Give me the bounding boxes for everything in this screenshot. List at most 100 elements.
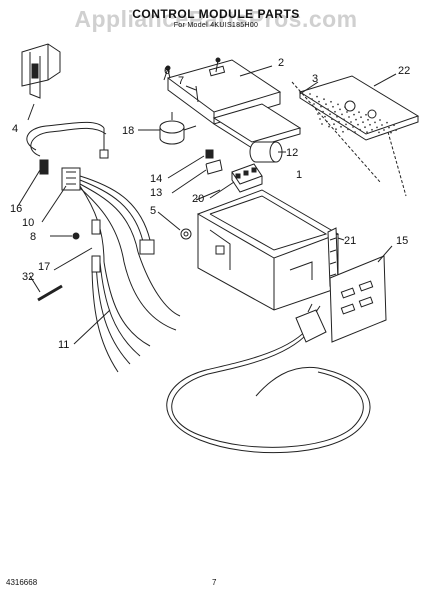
perforation-hole	[374, 121, 376, 124]
perforation-hole	[340, 125, 342, 128]
model-subtitle: For Model 4KUIS185H00	[173, 22, 259, 29]
callout-4: 4	[12, 123, 18, 135]
perforation-hole	[358, 111, 360, 114]
perforation-hole	[330, 100, 332, 103]
callout-5: 5	[150, 205, 156, 217]
part-5-grommet	[180, 228, 192, 240]
perforation-hole	[352, 126, 354, 128]
perforation-hole	[346, 111, 348, 113]
part-14-clip	[205, 149, 214, 159]
assembly-guides	[291, 81, 407, 197]
perforation-hole	[390, 131, 392, 134]
perforation-hole	[321, 123, 323, 125]
perforation-hole	[359, 128, 361, 131]
perforation-hole	[378, 131, 380, 134]
perforation-hole	[333, 123, 335, 126]
perforation-hole	[322, 110, 324, 113]
perforation-hole	[366, 131, 368, 134]
power-cord	[166, 303, 371, 454]
callout-10: 10	[22, 217, 34, 229]
perforation-hole	[327, 108, 329, 111]
part-1-housing	[196, 189, 340, 311]
perforation-hole	[371, 128, 373, 131]
perforation-hole	[388, 126, 390, 129]
perforation-hole	[318, 100, 320, 103]
perforation-hole	[338, 120, 340, 123]
part-8-screw	[72, 232, 80, 240]
perforation-hole	[367, 118, 369, 121]
perforation-hole	[313, 103, 315, 105]
perforation-hole	[319, 118, 321, 120]
document-number: 4316668	[6, 578, 38, 587]
perforation-hole	[317, 113, 319, 115]
perforation-hole	[354, 131, 356, 133]
perforation-hole	[364, 126, 366, 129]
perforation-hole	[329, 113, 331, 116]
perforation-hole	[341, 113, 343, 116]
perforation-hole	[381, 124, 383, 126]
perforation-hole	[320, 105, 322, 108]
callout-1: 1	[296, 169, 302, 181]
callout-21: 21	[344, 235, 356, 247]
part-13-bracket	[205, 159, 223, 175]
perforation-hole	[328, 125, 330, 128]
perforation-hole	[393, 124, 395, 127]
perforation-hole	[325, 103, 327, 106]
perforation-hole	[357, 123, 359, 126]
page-number: 7	[212, 578, 217, 587]
callout-22: 22	[398, 65, 410, 77]
callout-20: 20	[192, 193, 204, 205]
callout-14: 14	[150, 173, 162, 185]
part-7-screw	[195, 85, 199, 103]
perforation-hole	[360, 116, 362, 119]
part-20-connector-block	[231, 163, 263, 193]
callout-12: 12	[286, 147, 298, 159]
perforation-hole	[343, 118, 345, 121]
perforation-hole	[342, 130, 344, 133]
part-12-capacitor	[249, 141, 283, 163]
perforation-hole	[379, 119, 381, 121]
perforation-hole	[345, 123, 347, 126]
callout-16: 16	[10, 203, 22, 215]
callout-15: 15	[396, 235, 408, 247]
callout-7: 7	[178, 75, 184, 87]
callout-32: 32	[22, 271, 34, 283]
part-18-motor	[159, 112, 197, 145]
perforation-hole	[336, 115, 338, 118]
part-15-panel	[329, 255, 387, 343]
perforation-hole	[376, 126, 378, 129]
callout-17: 17	[38, 261, 50, 273]
leader-lines	[17, 65, 397, 345]
callout-8: 8	[30, 231, 36, 243]
perforation-hole	[309, 93, 311, 95]
perforation-hole	[350, 121, 352, 123]
perforation-hole	[395, 129, 397, 132]
callout-18: 18	[122, 125, 134, 137]
part-6-screw	[163, 57, 221, 81]
callout-6: 6	[164, 65, 170, 77]
perforation-hole	[323, 98, 325, 101]
perforation-hole	[386, 121, 388, 124]
perforation-hole	[365, 113, 367, 116]
callout-2: 2	[278, 57, 284, 69]
perforation-hole	[332, 105, 334, 108]
page-title: CONTROL MODULE PARTS	[132, 7, 300, 21]
watermark: AppliancePartsPros.com	[74, 6, 358, 32]
perforation-hole	[362, 121, 364, 124]
part-4-bracket	[21, 43, 61, 99]
perforation-hole	[334, 110, 336, 113]
part-3-inner-plate	[212, 103, 302, 149]
wire-harness-upper	[26, 121, 109, 159]
perforation-hole	[347, 128, 349, 131]
perforation-hole	[316, 95, 318, 98]
part-22-perforated-plate	[298, 75, 420, 141]
perforation-hole	[311, 98, 313, 100]
perforation-hole	[348, 116, 350, 118]
callout-13: 13	[150, 187, 162, 199]
perforation-hole	[383, 129, 385, 131]
perforation-hole	[337, 103, 339, 106]
callout-11: 11	[58, 339, 69, 351]
perforation-hole	[331, 118, 333, 121]
perforation-hole	[355, 118, 357, 121]
